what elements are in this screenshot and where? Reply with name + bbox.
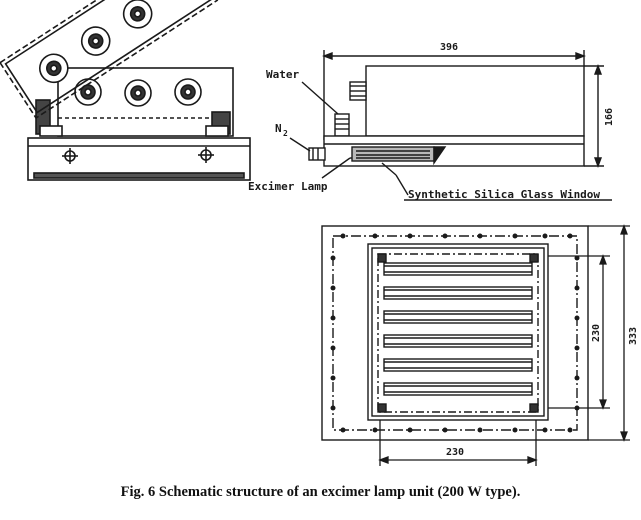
- plan-dimensions: [378, 224, 630, 466]
- lamp-strip: [383, 262, 533, 276]
- label-window: Synthetic Silica Glass Window: [408, 188, 600, 201]
- base-bolt: [198, 147, 214, 163]
- lamp-connector: [74, 78, 102, 106]
- dimension-side-height: 166: [604, 108, 615, 126]
- dimension-side-length: 396: [440, 42, 458, 53]
- isometric-view: [0, 0, 251, 181]
- lamp-connector: [124, 79, 152, 107]
- label-excimer-lamp: Excimer Lamp: [248, 180, 328, 193]
- window-section: [351, 146, 435, 162]
- plan-bolts: [330, 233, 580, 433]
- lamp-strip: [383, 310, 533, 324]
- label-water: Water: [266, 68, 299, 81]
- label-nitrogen-subscript: 2: [283, 129, 288, 138]
- side-elevation: [289, 50, 612, 201]
- lamp-strip: [383, 286, 533, 300]
- lamp-housing-side: [365, 65, 585, 137]
- dimension-plan-inner-width: 230: [446, 447, 464, 458]
- plan-view: [321, 225, 589, 441]
- base-bolt: [62, 148, 78, 164]
- figure-caption: Fig. 6 Schematic structure of an excimer…: [120, 484, 521, 500]
- lamp-connector: [174, 78, 202, 106]
- label-nitrogen: N: [275, 122, 282, 135]
- lamp-strip: [383, 382, 533, 396]
- dimension-plan-outer-height: 333: [628, 327, 639, 345]
- dimension-plan-inner-height: 230: [591, 324, 602, 342]
- lamp-strip: [383, 334, 533, 348]
- tilted-lid: [0, 0, 219, 120]
- lamp-strip: [383, 358, 533, 372]
